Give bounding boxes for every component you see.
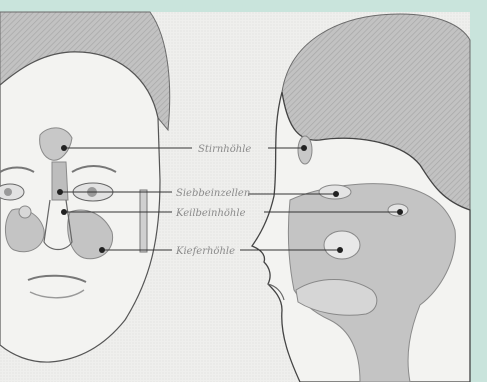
label-stirnhoehle: Stirnhöhle — [198, 144, 251, 155]
front-cheek-bar — [140, 190, 147, 252]
dot-front-keilbein — [61, 209, 67, 215]
label-siebbeinzellen: Siebbeinzellen — [176, 188, 250, 199]
dot-front-kiefer — [99, 247, 105, 253]
front-small-circle — [19, 206, 31, 218]
dot-front-stirnhoehle — [61, 145, 67, 151]
profile-maxillary-sinus — [324, 231, 360, 259]
label-kieferhoehle: Kieferhöhle — [175, 246, 235, 257]
dot-front-siebbein — [57, 189, 63, 195]
dot-profile-kiefer — [337, 247, 343, 253]
dot-profile-stirnhoehle — [301, 145, 307, 151]
front-left-pupil — [4, 188, 12, 196]
dot-profile-siebbein — [333, 191, 339, 197]
label-keilbeinhoehle: Keilbeinhöhle — [175, 208, 246, 219]
dot-profile-keilbein — [397, 209, 403, 215]
